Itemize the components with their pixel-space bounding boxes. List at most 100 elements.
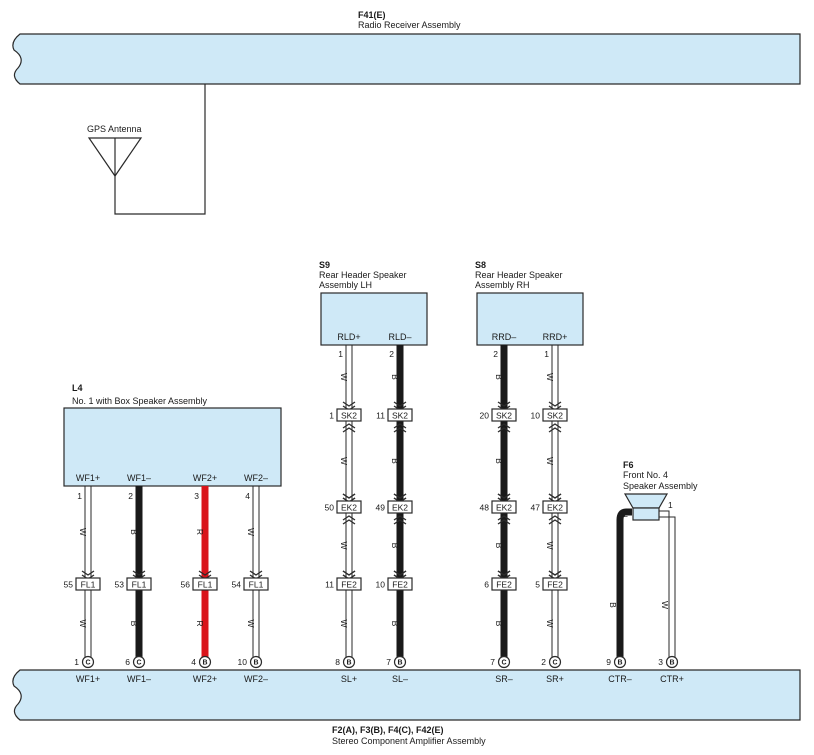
wire-color-code: W — [660, 601, 670, 609]
wire-color-code: W — [545, 619, 555, 627]
connector-pin: 50 — [325, 503, 335, 513]
connector-chevron — [497, 515, 511, 521]
connector-chevron — [342, 493, 356, 499]
wire-color-code: B — [494, 374, 504, 380]
pin-connector-letter: B — [617, 660, 622, 667]
pin-signal-label: SR– — [495, 674, 513, 684]
gps-antenna-icon — [87, 137, 143, 178]
s9-box — [320, 292, 428, 346]
pin-connector-letter: C — [85, 660, 90, 667]
terminal-pin: 1 — [668, 500, 673, 510]
pin-number: 7 — [490, 657, 495, 667]
connector-pin: 49 — [376, 503, 386, 513]
speaker-icon — [623, 493, 669, 521]
wire-color-code: W — [78, 619, 88, 627]
f6-name-1: Front No. 4 — [623, 470, 668, 480]
pin-circle — [497, 655, 511, 669]
terminal-label: WF1+ — [76, 473, 100, 483]
pin-connector-letter: B — [397, 660, 402, 667]
connector-chevron — [342, 519, 356, 525]
pin-connector-letter: C — [552, 660, 557, 667]
wire-color-code: R — [195, 529, 205, 535]
connector-chevron — [548, 401, 562, 407]
connector-name: FE2 — [547, 580, 563, 590]
s9-name-2: Assembly LH — [319, 280, 372, 290]
connector-name: FL1 — [198, 580, 213, 590]
pin-connector-letter: C — [501, 660, 506, 667]
connector-box — [387, 408, 413, 422]
wire-color-code: B — [129, 621, 139, 627]
connector-pin: 5 — [535, 580, 540, 590]
wire-color-code: B — [494, 621, 504, 627]
connector-chevron — [249, 570, 263, 576]
connector-box — [336, 408, 362, 422]
connector-chevron — [548, 423, 562, 429]
connector-name: EK2 — [496, 503, 512, 513]
connector-chevron — [342, 423, 356, 429]
pin-number: 4 — [191, 657, 196, 667]
connector-chevron — [497, 427, 511, 433]
connector-chevron — [342, 515, 356, 521]
connector-pin: 54 — [232, 580, 242, 590]
connector-box — [542, 577, 568, 591]
connector-pin: 10 — [376, 580, 386, 590]
connector-pin: 53 — [115, 580, 125, 590]
connector-name: FL1 — [81, 580, 96, 590]
connector-box — [126, 577, 152, 591]
wire-edge — [659, 510, 670, 657]
wire-color-code: B — [390, 458, 400, 464]
pin-signal-label: SR+ — [546, 674, 564, 684]
pin-circle — [342, 655, 356, 669]
pin-signal-label: WF2+ — [193, 674, 217, 684]
pin-circle — [393, 655, 407, 669]
connector-name: EK2 — [392, 503, 408, 513]
terminal-pin: 1 — [544, 349, 549, 359]
wire-color-code: B — [390, 543, 400, 549]
connector-chevron — [497, 519, 511, 525]
wire: 1W — [659, 500, 676, 657]
terminal-pin: 2 — [128, 491, 133, 501]
connector-chevron — [393, 493, 407, 499]
connector-box — [336, 577, 362, 591]
pin-circle — [132, 655, 146, 669]
terminal-pin: 1 — [338, 349, 343, 359]
wire-color-code: W — [339, 619, 349, 627]
s8-code: S8 — [475, 260, 486, 270]
pin-number: 7 — [386, 657, 391, 667]
top-assembly-name: Radio Receiver Assembly — [358, 20, 461, 30]
connector-chevron — [132, 570, 146, 576]
pin-circle — [81, 655, 95, 669]
connector-box — [387, 500, 413, 514]
connector-chevron — [393, 401, 407, 407]
pin-connector-letter: B — [346, 660, 351, 667]
terminal-label: WF2+ — [193, 473, 217, 483]
connector-chevron — [548, 570, 562, 576]
pin-circle — [548, 655, 562, 669]
wire-color-code: W — [339, 373, 349, 381]
connector-box — [491, 408, 517, 422]
connector-box — [387, 577, 413, 591]
connector-chevron — [342, 570, 356, 576]
connector-chevron — [548, 519, 562, 525]
wire-color-code: W — [545, 457, 555, 465]
pin-number: 3 — [658, 657, 663, 667]
wire-segment — [616, 508, 632, 657]
l4-name: No. 1 with Box Speaker Assembly — [72, 396, 208, 406]
pin-signal-label: WF1+ — [76, 674, 100, 684]
terminal-label: WF1– — [127, 473, 151, 483]
connector-chevron — [198, 570, 212, 576]
connector-name: SK2 — [547, 411, 563, 421]
pin-circle — [198, 655, 212, 669]
